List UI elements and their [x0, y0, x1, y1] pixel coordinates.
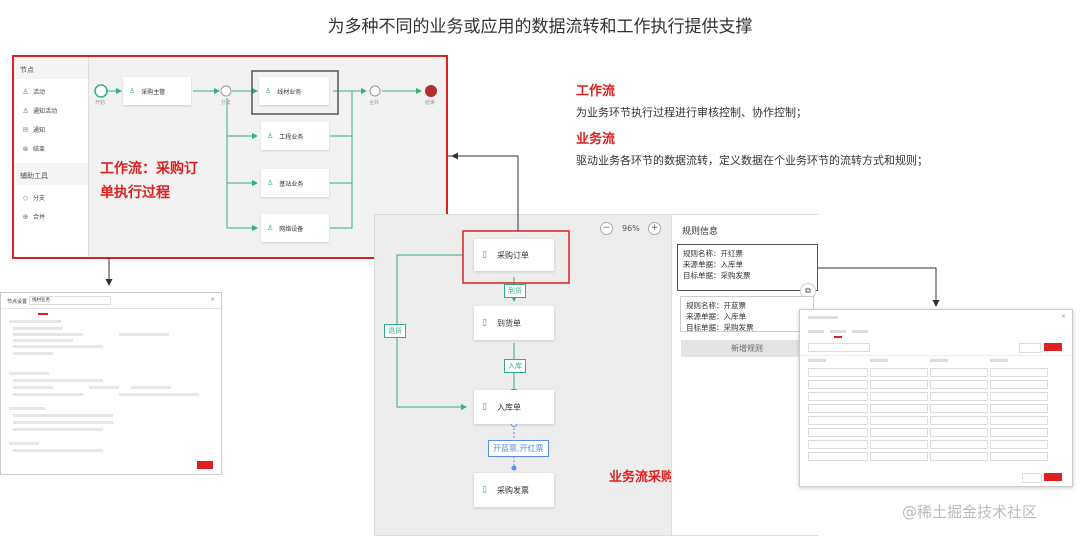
sidebar-item-notify[interactable]: ✉通知: [22, 125, 46, 135]
sidebar-tools-header: 辅助工具: [14, 163, 88, 185]
workflow-sidebar: 节点 ♙活动 ♙通知活动 ✉通知 ⊗结束 辅助工具 ◇分支 ⊕合并: [14, 57, 89, 257]
page-title: 为多种不同的业务或应用的数据流转和工作执行提供支撑: [327, 17, 753, 37]
node-network-device[interactable]: ♙网络设备: [261, 214, 329, 242]
add-rule-button[interactable]: 新增规则: [681, 340, 813, 357]
copy-icon[interactable]: ⧉: [800, 283, 816, 299]
node-purchase-invoice[interactable]: ▯采购发票: [474, 473, 554, 507]
business-flow-desc: 驱动业务各环节的数据流转，定义数据在个业务环节的流转方式和规则；: [576, 154, 928, 167]
close-icon[interactable]: ×: [209, 296, 215, 303]
person-icon: ♙: [267, 132, 274, 140]
stop-icon: ⊗: [22, 144, 29, 153]
node-engineering-business[interactable]: ♙工程业务: [261, 122, 329, 150]
merge-icon: ⊕: [22, 212, 29, 221]
node-base-station-business[interactable]: ♙基站业务: [261, 169, 329, 197]
workflow-heading: 工作流: [576, 84, 616, 99]
node-line-business[interactable]: ♙线材业务: [259, 77, 329, 105]
person-icon: ♙: [267, 224, 274, 232]
merge-label: 合并: [369, 100, 380, 106]
person-icon: ♙: [22, 87, 29, 96]
person-icon: ♙: [265, 87, 272, 95]
merge-node: [369, 85, 381, 97]
node-purchase-manager[interactable]: ♙采购主管: [123, 77, 191, 105]
sidebar-item-branch[interactable]: ◇分支: [22, 193, 46, 203]
watermark: @稀土掘金技术社区: [902, 503, 1038, 521]
document-icon: ▯: [482, 250, 487, 260]
business-flow-heading: 业务流: [576, 132, 616, 147]
zoom-level: 96%: [622, 224, 640, 233]
node-settings-panel: 节点设置 线材业务 ×: [0, 292, 222, 475]
dialog-confirm-button[interactable]: [1044, 473, 1062, 481]
dialog-add-button[interactable]: [1044, 343, 1062, 351]
branch-icon: ◇: [22, 193, 29, 202]
dialog-cancel-button[interactable]: [1022, 473, 1042, 483]
rule-config-dialog: ×: [799, 309, 1073, 487]
end-node: [425, 85, 437, 97]
branch-label: 分支: [221, 100, 232, 106]
branch-node: [220, 85, 232, 97]
zoom-out-button[interactable]: −: [600, 222, 613, 235]
sidebar-nodes-header: 节点: [14, 57, 88, 79]
start-node: [94, 84, 108, 98]
person-icon: ♙: [22, 106, 29, 115]
settings-confirm-button[interactable]: [197, 461, 213, 469]
workflow-caption: 工作流：采购订 单执行过程: [100, 161, 198, 201]
sidebar-item-activity[interactable]: ♙活动: [22, 87, 46, 97]
highlight-box: [251, 70, 339, 115]
close-icon[interactable]: ×: [1060, 313, 1066, 320]
rule-card-blue[interactable]: 规则名称：开蓝票 来源单据：入库单 目标单据：采购发票: [680, 296, 814, 332]
settings-title: 节点设置: [7, 299, 28, 305]
workflow-desc: 为业务环节执行过程进行审核控制、协作控制；: [576, 106, 807, 119]
rule-info-title: 规则信息: [682, 227, 719, 237]
sidebar-item-end[interactable]: ⊗结束: [22, 144, 46, 154]
node-stock-in-note[interactable]: ▯入库单: [474, 390, 554, 424]
sidebar-item-notify-activity[interactable]: ♙通知活动: [22, 106, 58, 116]
tag-invoice[interactable]: 开蓝票,开红票: [488, 440, 549, 457]
document-icon: ▯: [482, 318, 487, 328]
tag-arrival[interactable]: 到货: [504, 284, 526, 298]
document-icon: ▯: [482, 485, 487, 495]
person-icon: ♙: [129, 87, 136, 95]
node-purchase-order[interactable]: ▯采购订单: [474, 239, 554, 271]
zoom-in-button[interactable]: +: [648, 222, 661, 235]
rule-card-red[interactable]: 规则名称：开红票 来源单据：入库单 目标单据：采购发票: [677, 244, 818, 291]
tag-stock-in[interactable]: 入库: [504, 359, 526, 373]
node-arrival-note[interactable]: ▯到货单: [474, 306, 554, 340]
document-icon: ▯: [482, 402, 487, 412]
sidebar-item-merge[interactable]: ⊕合并: [22, 212, 46, 222]
mail-icon: ✉: [22, 125, 29, 134]
end-label: 结束: [425, 100, 436, 106]
settings-node-name-input[interactable]: 线材业务: [29, 296, 111, 305]
tag-return[interactable]: 退货: [384, 324, 406, 338]
start-label: 开始: [95, 100, 106, 106]
person-icon: ♙: [267, 179, 274, 187]
